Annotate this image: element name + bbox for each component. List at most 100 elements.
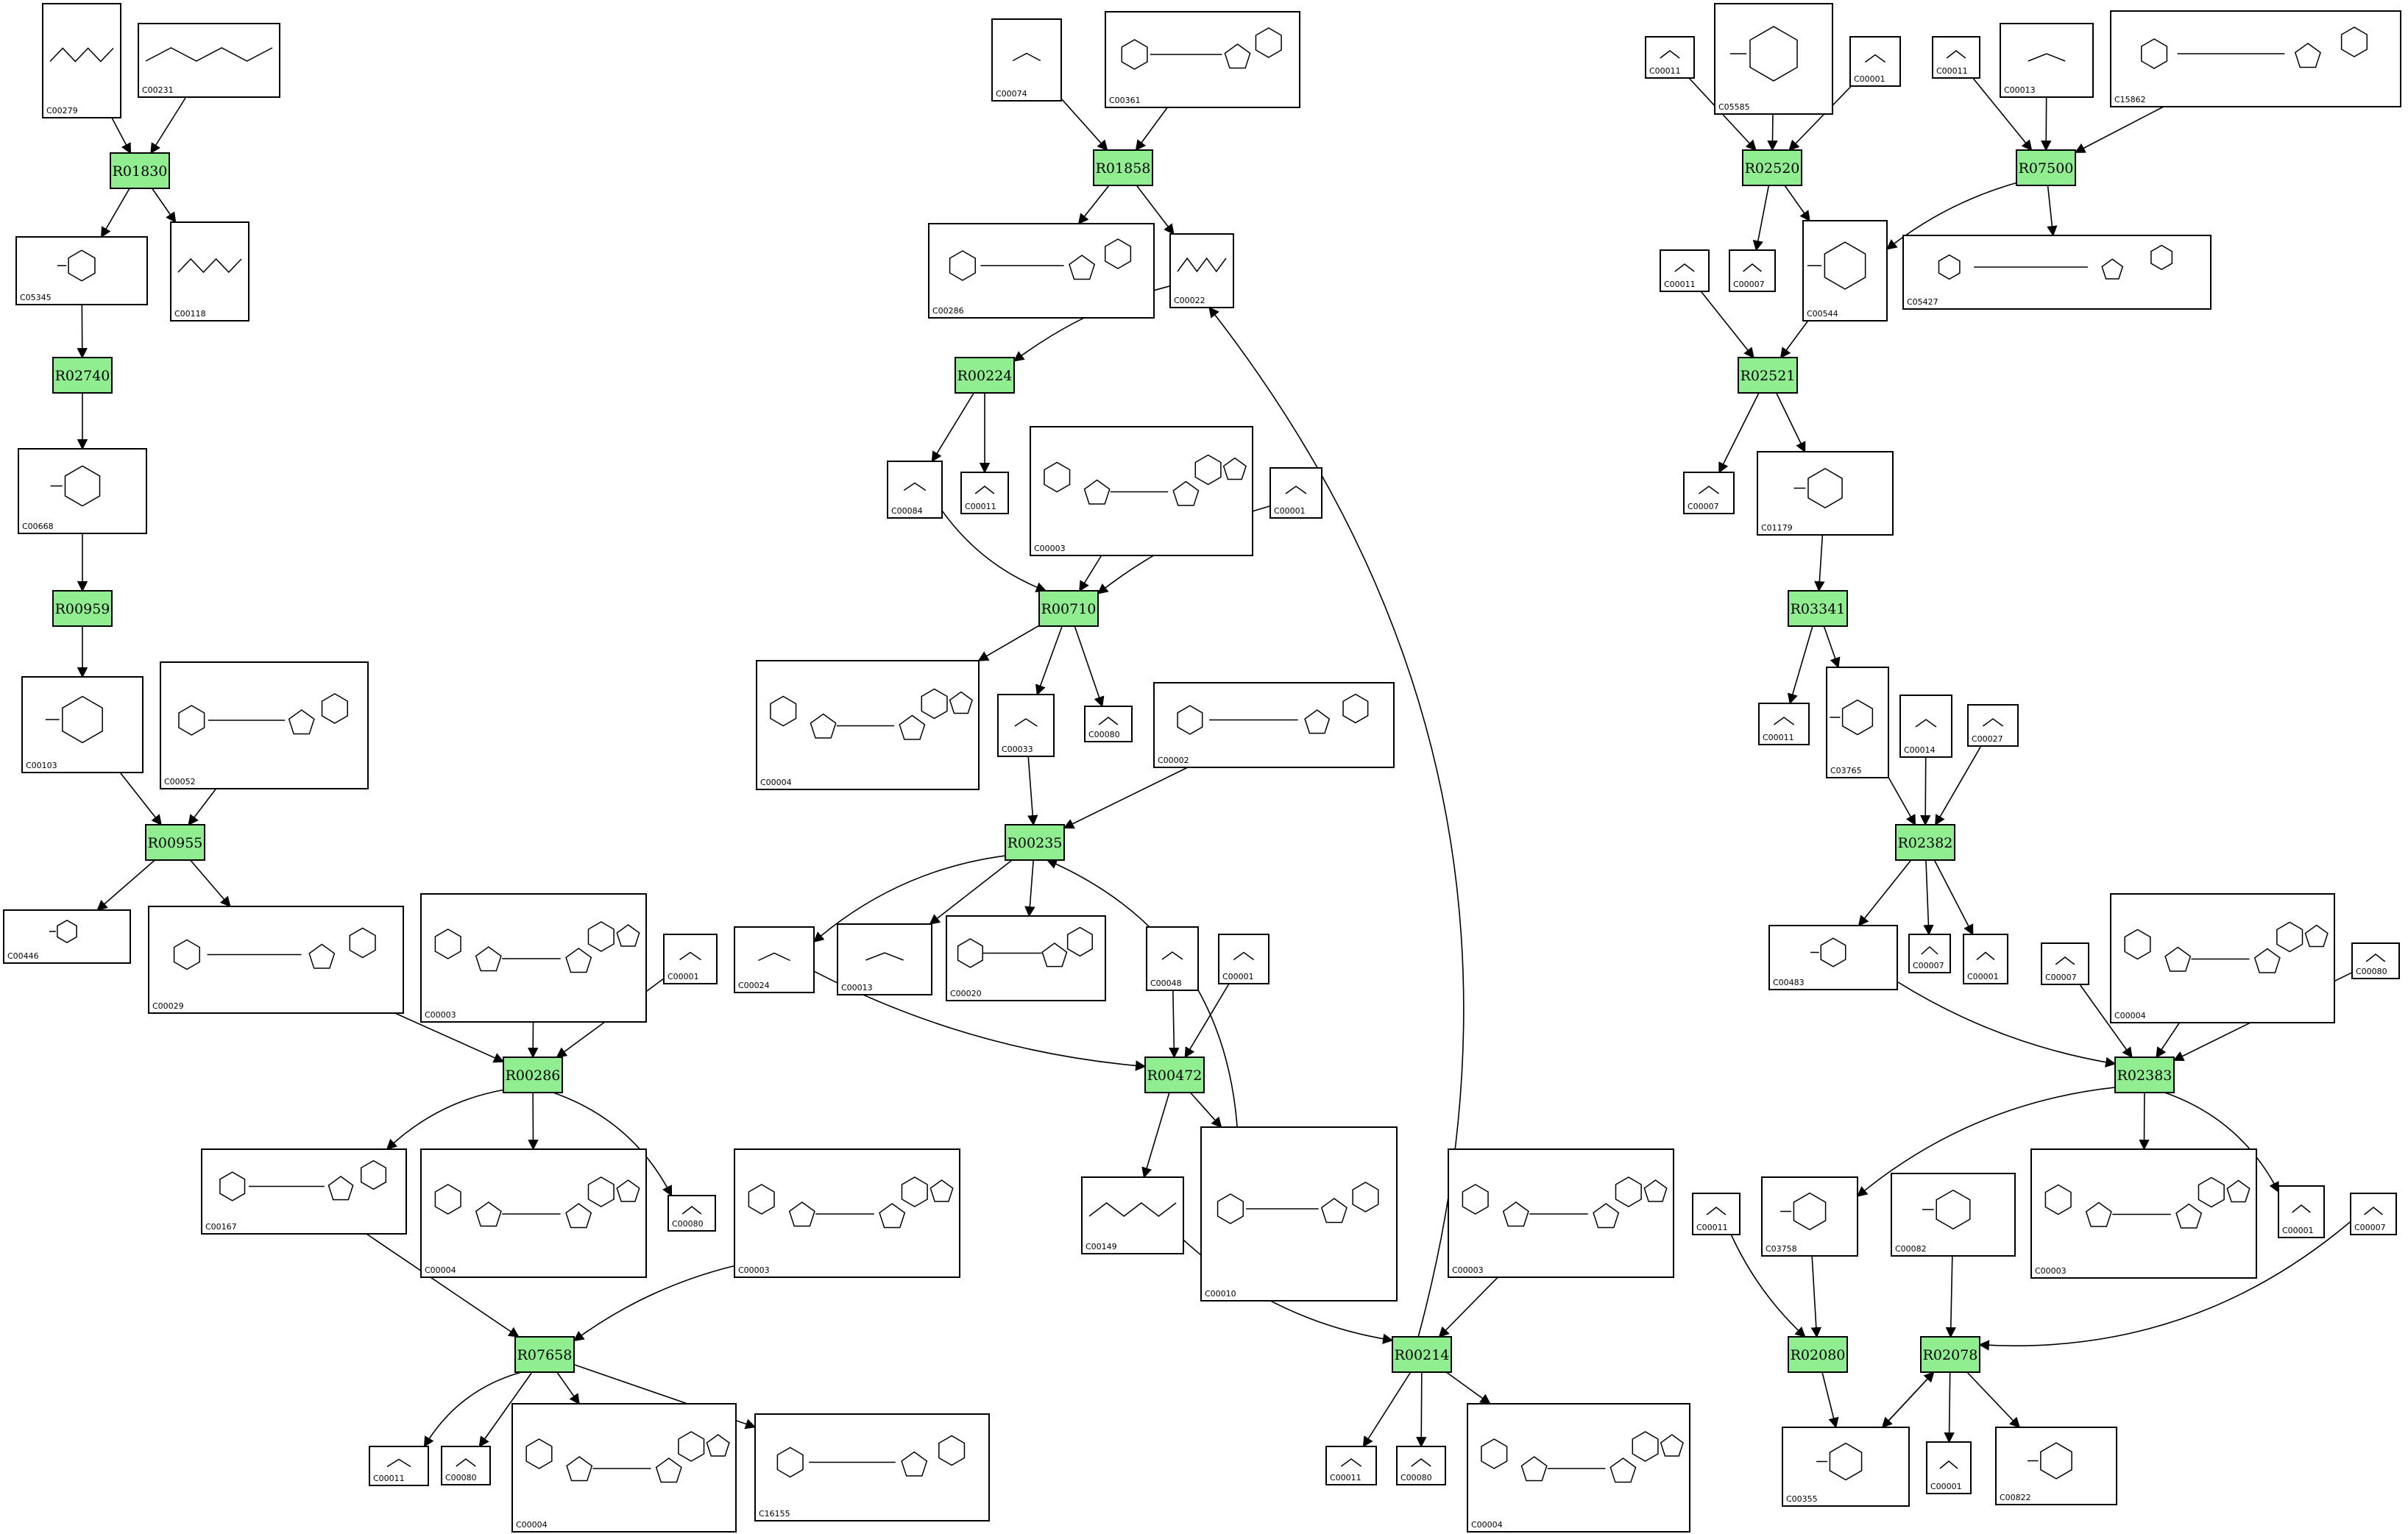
reaction-node-r00224[interactable]: R00224 (955, 357, 1015, 394)
reaction-node-r02078[interactable]: R02078 (1920, 1336, 1980, 1373)
compound-node-c00013b[interactable]: C00013 (2000, 23, 2094, 98)
reaction-node-r00214[interactable]: R00214 (1392, 1336, 1452, 1373)
compound-node-c00007e[interactable]: C00007 (2350, 1193, 2397, 1235)
compound-node-c00001e[interactable]: C00001 (1963, 934, 2008, 984)
compound-node-c00355[interactable]: C00355 (1782, 1427, 1910, 1507)
compound-node-c00103[interactable]: C00103 (21, 676, 144, 773)
reaction-node-r00710[interactable]: R00710 (1038, 590, 1099, 627)
compound-node-c00231[interactable]: C00231 (138, 23, 280, 98)
compound-node-c00483[interactable]: C00483 (1768, 925, 1898, 990)
compound-node-c00004d[interactable]: C00004 (1467, 1403, 1690, 1533)
compound-node-c00001b[interactable]: C00001 (1269, 467, 1322, 519)
compound-id-label: C00080 (1400, 1473, 1432, 1482)
reaction-node-r02382[interactable]: R02382 (1895, 824, 1955, 861)
reaction-node-r02520[interactable]: R02520 (1742, 149, 1802, 186)
compound-node-c01179[interactable]: C01179 (1757, 451, 1894, 536)
compound-node-c00004b[interactable]: C00004 (511, 1403, 737, 1533)
compound-node-c00822[interactable]: C00822 (1995, 1427, 2117, 1505)
compound-node-c00001g[interactable]: C00001 (1926, 1441, 1972, 1494)
compound-node-c00052[interactable]: C00052 (160, 661, 369, 789)
compound-node-c00149[interactable]: C00149 (1081, 1176, 1184, 1254)
compound-node-c00011e[interactable]: C00011 (1932, 36, 1980, 79)
compound-node-c00084[interactable]: C00084 (887, 461, 943, 519)
reaction-node-r02383[interactable]: R02383 (2114, 1057, 2175, 1093)
compound-node-c00004e[interactable]: C00004 (2110, 893, 2335, 1023)
compound-node-c00013[interactable]: C00013 (837, 923, 932, 995)
compound-node-c00001f[interactable]: C00001 (2278, 1185, 2325, 1238)
compound-node-c00082[interactable]: C00082 (1891, 1173, 2016, 1257)
compound-box (1891, 1173, 2016, 1257)
compound-node-c00001d[interactable]: C00001 (1849, 36, 1901, 87)
compound-box (1200, 1126, 1398, 1302)
reaction-node-r00959[interactable]: R00959 (52, 590, 113, 627)
compound-node-c00033[interactable]: C00033 (997, 694, 1055, 757)
compound-node-c00080a[interactable]: C00080 (667, 1195, 716, 1232)
reaction-node-r00472[interactable]: R00472 (1144, 1057, 1205, 1093)
compound-node-c00003a[interactable]: C00003 (420, 893, 647, 1023)
compound-node-c00011b[interactable]: C00011 (960, 472, 1009, 514)
compound-node-c05585[interactable]: C05585 (1714, 3, 1833, 115)
compound-node-c00014[interactable]: C00014 (1899, 695, 1952, 758)
reaction-node-r00235[interactable]: R00235 (1005, 824, 1065, 861)
compound-node-c00080b[interactable]: C00080 (441, 1446, 491, 1485)
compound-node-c00446[interactable]: C00446 (3, 909, 131, 964)
reaction-node-r02080[interactable]: R02080 (1788, 1336, 1848, 1373)
compound-node-c00004a[interactable]: C00004 (420, 1148, 647, 1278)
reaction-arrow (1923, 859, 1934, 936)
compound-node-c00011d[interactable]: C00011 (1645, 36, 1695, 79)
compound-node-c00080c[interactable]: C00080 (1084, 706, 1133, 742)
compound-node-c00011g[interactable]: C00011 (1758, 703, 1810, 745)
compound-node-c00001a[interactable]: C00001 (663, 934, 718, 984)
compound-node-c00001c[interactable]: C00001 (1218, 934, 1269, 984)
compound-node-c00080d[interactable]: C00080 (1396, 1446, 1446, 1485)
compound-node-c00010[interactable]: C00010 (1200, 1126, 1398, 1302)
compound-node-c00286[interactable]: C00286 (928, 223, 1155, 319)
compound-node-c03765[interactable]: C03765 (1826, 667, 1889, 778)
bond-glyph (1706, 1207, 1727, 1215)
compound-node-c00007d[interactable]: C00007 (2041, 942, 2089, 985)
compound-node-c00024[interactable]: C00024 (734, 926, 815, 993)
compound-node-c00011c[interactable]: C00011 (1325, 1446, 1377, 1485)
compound-node-c00022[interactable]: C00022 (1169, 233, 1234, 308)
compound-node-c00003b[interactable]: C00003 (734, 1148, 960, 1278)
compound-node-c00003e[interactable]: C00003 (2030, 1148, 2257, 1279)
reaction-node-r07658[interactable]: R07658 (514, 1336, 575, 1373)
compound-node-c00027[interactable]: C00027 (1967, 704, 2019, 747)
compound-node-c00002[interactable]: C00002 (1153, 682, 1395, 768)
compound-node-c00080e[interactable]: C00080 (2351, 942, 2400, 979)
reaction-node-r00286[interactable]: R00286 (503, 1057, 563, 1093)
reaction-node-r01830[interactable]: R01830 (110, 152, 170, 189)
reaction-node-r00955[interactable]: R00955 (145, 824, 205, 861)
compound-node-c00074[interactable]: C00074 (991, 18, 1062, 102)
compound-node-c00029[interactable]: C00029 (148, 906, 404, 1014)
compound-node-c05345[interactable]: C05345 (15, 236, 148, 305)
compound-node-c00020[interactable]: C00020 (946, 915, 1106, 1001)
compound-node-c00007c[interactable]: C00007 (1908, 934, 1951, 973)
compound-node-c00004c[interactable]: C00004 (756, 660, 980, 790)
compound-node-c00003d[interactable]: C00003 (1448, 1148, 1674, 1278)
compound-node-c00361[interactable]: C00361 (1105, 11, 1300, 108)
ring-glyph (68, 249, 96, 282)
compound-node-c00007a[interactable]: C00007 (1729, 249, 1776, 292)
compound-node-c00007b[interactable]: C00007 (1683, 472, 1735, 514)
reaction-node-r03341[interactable]: R03341 (1788, 590, 1848, 627)
compound-node-c00011h[interactable]: C00011 (1692, 1193, 1741, 1235)
compound-node-c00011f[interactable]: C00011 (1660, 249, 1710, 292)
compound-node-c00048[interactable]: C00048 (1146, 926, 1199, 991)
reaction-node-r02740[interactable]: R02740 (52, 357, 113, 394)
compound-node-c05427[interactable]: C05427 (1902, 235, 2212, 310)
compound-box (2110, 10, 2401, 107)
reaction-node-r02521[interactable]: R02521 (1738, 357, 1798, 394)
compound-node-c03758[interactable]: C03758 (1761, 1176, 1858, 1257)
compound-node-c00167[interactable]: C00167 (201, 1148, 407, 1235)
compound-node-c00003c[interactable]: C00003 (1030, 426, 1253, 556)
compound-node-c00544[interactable]: C00544 (1802, 220, 1888, 322)
compound-node-c16155[interactable]: C16155 (754, 1413, 990, 1521)
compound-node-c00011a[interactable]: C00011 (369, 1446, 429, 1486)
compound-node-c00118[interactable]: C00118 (170, 221, 249, 322)
compound-node-c00668[interactable]: C00668 (18, 448, 147, 534)
compound-node-c00279[interactable]: C00279 (42, 3, 121, 118)
reaction-node-r07500[interactable]: R07500 (2016, 149, 2076, 186)
reaction-node-r01858[interactable]: R01858 (1093, 149, 1153, 186)
compound-node-c15862[interactable]: C15862 (2110, 10, 2401, 107)
